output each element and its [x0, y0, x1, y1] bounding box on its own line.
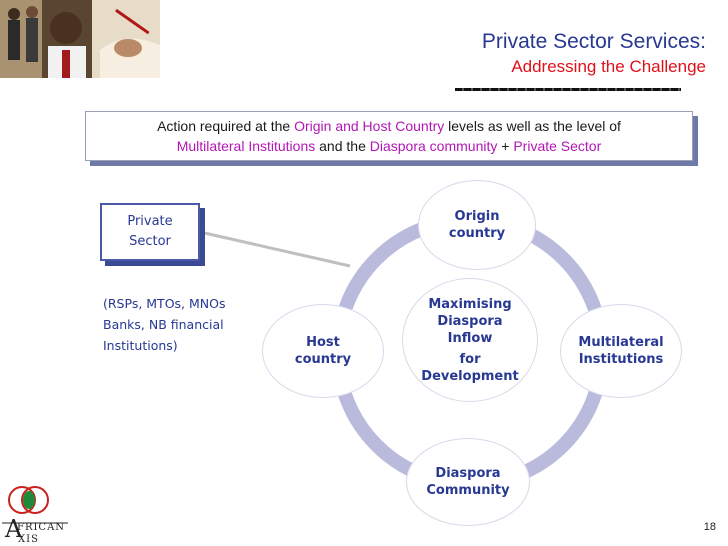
node-label: Community — [426, 483, 510, 498]
node-label: country — [294, 352, 352, 367]
node-label: Host — [306, 335, 340, 350]
node-label: Multilateral — [578, 335, 664, 350]
banner-text: levels as well as the level of — [444, 118, 621, 134]
header-photo-strip — [0, 0, 160, 78]
banner-highlight: Diaspora community — [369, 138, 498, 154]
node-host-country: Host country — [262, 304, 384, 398]
detail-line: Institutions) — [103, 338, 178, 353]
node-label: Inflow — [447, 330, 493, 346]
action-banner: Action required at the Origin and Host C… — [85, 111, 693, 161]
node-label: country — [448, 226, 506, 241]
africa-map-icon — [23, 491, 35, 509]
page-number: 18 — [703, 521, 716, 533]
private-sector-box: Private Sector — [100, 203, 200, 261]
slide-title: Private Sector Services: — [481, 30, 706, 53]
banner-highlight: Origin and Host Country — [294, 118, 445, 134]
african-axis-logo — [2, 486, 68, 524]
node-label: Diaspora — [435, 466, 501, 481]
banner-text: + — [497, 138, 514, 154]
node-multilateral-institutions: Multilateral Institutions — [560, 304, 682, 398]
node-label: Development — [421, 368, 519, 384]
logo-initial: A — [5, 515, 23, 543]
slide-subtitle: Addressing the Challenge — [511, 57, 706, 76]
node-diaspora-community: Diaspora Community — [406, 438, 530, 526]
private-sector-label: Sector — [129, 234, 171, 249]
node-label: Maximising — [428, 296, 512, 312]
node-label: Diaspora — [437, 313, 503, 329]
detail-line: (RSPs, MTOs, MNOs — [103, 296, 226, 311]
banner-highlight: Private Sector — [513, 138, 602, 154]
private-sector-detail: (RSPs, MTOs, MNOs Banks, NB financial In… — [103, 293, 225, 356]
node-label: Origin — [454, 209, 500, 224]
logo-text: FRICAN — [17, 522, 66, 533]
private-sector-label: Private — [127, 214, 173, 229]
banner-line-2: Multilateral Institutions and the Diaspo… — [86, 136, 692, 156]
node-center-maximising: Maximising Diaspora Inflow for Developme… — [402, 278, 538, 402]
banner-text: and the — [315, 138, 370, 154]
title-underline — [455, 88, 681, 91]
node-origin-country: Origin country — [418, 180, 536, 270]
detail-line: Banks, NB financial — [103, 317, 224, 332]
node-label: Institutions — [578, 352, 664, 367]
banner-highlight: Multilateral Institutions — [176, 138, 316, 154]
business-people-photo — [0, 0, 160, 78]
logo-text: XIS — [18, 534, 39, 545]
node-label: for — [459, 351, 481, 367]
private-sector-connector — [199, 230, 351, 268]
banner-line-1: Action required at the Origin and Host C… — [86, 116, 692, 136]
banner-text: Action required at the — [157, 118, 295, 134]
